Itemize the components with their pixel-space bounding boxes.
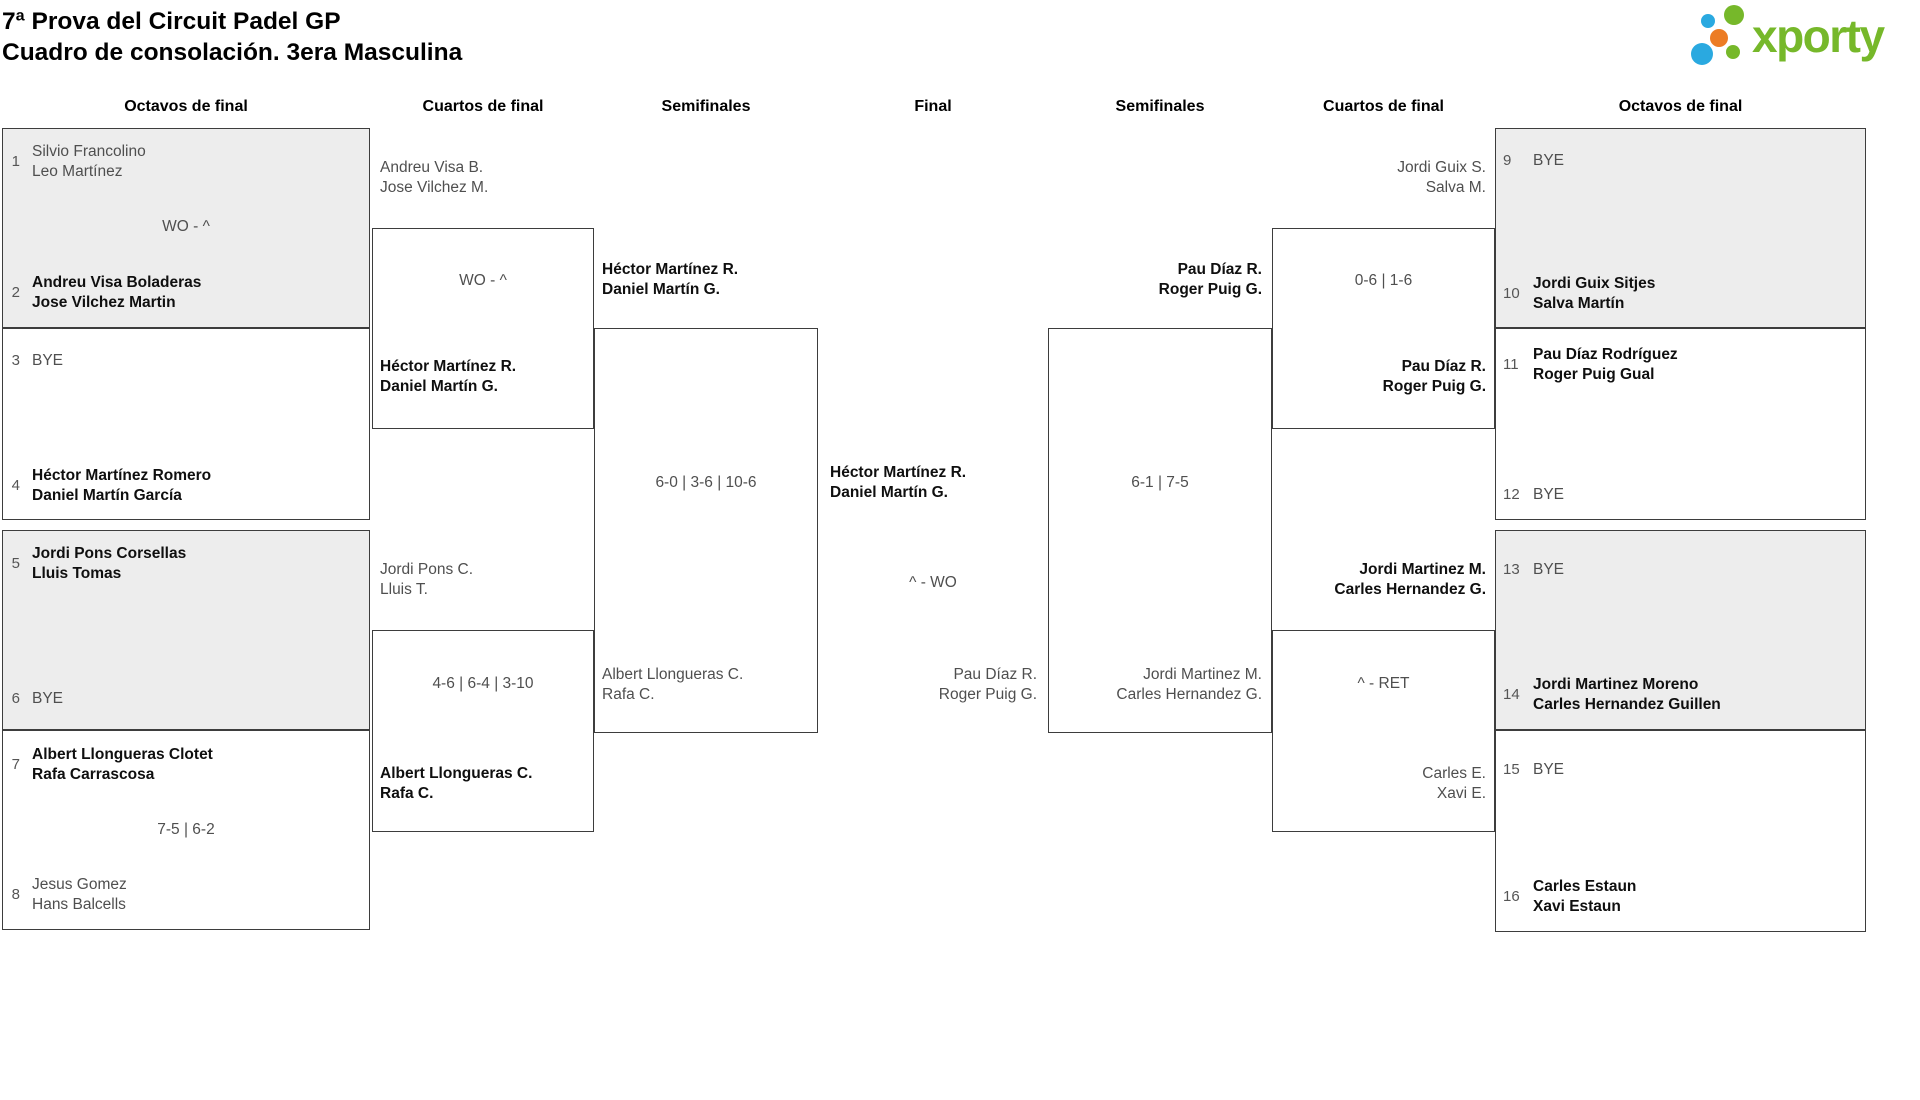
xporty-logo[interactable]: xporty [1688,0,1918,72]
logo-dot-green-big [1724,5,1744,25]
match-box-oct-7-8 [2,730,370,930]
match-box-qf-left-bottom [372,630,594,832]
match-box-oct-9-10 [1495,128,1866,328]
seed-1: 1 [11,153,20,170]
logo-dot-green-small [1726,45,1740,59]
team-bye-12: BYE [1533,486,1565,503]
team-qf-right-top-winner910: Jordi Guix S.Salva M. [1397,159,1486,196]
logo-dot-blue-big [1691,43,1713,65]
logo-dot-orange [1710,29,1728,47]
match-box-oct-13-14 [1495,530,1866,730]
logo-dot-blue-small [1701,14,1715,28]
match-box-oct-1-2 [2,128,370,328]
match-box-oct-5-6 [2,530,370,730]
match-box-sf-left [594,328,818,733]
team-sf-left-bottom: Albert Llongueras C.Rafa C. [602,666,744,703]
team-final-left: Héctor Martínez R.Daniel Martín G. [830,464,967,501]
seed-2: 2 [11,284,20,301]
seed-5: 5 [11,555,20,572]
seed-7: 7 [11,756,20,773]
seed-14: 14 [1503,686,1520,703]
team-qf-left-bottom-winner78: Albert Llongueras C.Rafa C. [380,765,533,802]
match-box-oct-15-16 [1495,730,1866,932]
round-header-cuartos-right: Cuartos de final [1323,98,1444,115]
team-sf-left-top: Héctor Martínez R.Daniel Martín G. [602,261,739,298]
tournament-name: 7ª Prova del Circuit Padel GP [2,8,341,35]
match-box-qf-left-top [372,228,594,429]
team-qf-right-top-winner1112: Pau Díaz R.Roger Puig G. [1382,358,1486,395]
team-bye-6: BYE [32,690,64,707]
team-qf-left-bottom-winner56: Jordi Pons C.Lluis T. [380,561,474,598]
seed-3: 3 [11,352,20,369]
round-header-final: Final [914,98,952,115]
score-qf-left-bottom: 4-6 | 6-4 | 3-10 [432,675,534,692]
match-box-oct-11-12 [1495,328,1866,520]
seed-12: 12 [1503,486,1520,503]
seed-15: 15 [1503,761,1520,778]
round-header-semis-right: Semifinales [1115,98,1205,115]
seed-9: 9 [1503,152,1512,169]
team-qf-left-top-winner34: Héctor Martínez R.Daniel Martín G. [380,358,517,395]
seed-8: 8 [11,886,20,903]
score-final: ^ - WO [909,574,957,591]
score-qf-right-top: 0-6 | 1-6 [1354,272,1413,289]
match-box-qf-right-bottom [1272,630,1495,832]
seed-16: 16 [1503,888,1520,905]
team-bye-3: BYE [32,352,64,369]
seed-4: 4 [11,477,20,494]
seed-11: 11 [1503,356,1519,373]
team-bye-13: BYE [1533,561,1565,578]
score-qf-right-bottom: ^ - RET [1357,675,1410,692]
team-qf-right-bottom-winner1314: Jordi Martinez M.Carles Hernandez G. [1334,561,1486,598]
round-header-cuartos-left: Cuartos de final [422,98,544,115]
match-box-oct-3-4 [2,328,370,520]
logo-wordmark: xporty [1752,10,1885,62]
round-header-semis-left: Semifinales [661,98,751,115]
team-qf-right-bottom-winner1516: Carles E.Xavi E. [1422,765,1486,802]
score-qf-left-top: WO - ^ [459,272,507,289]
score-oct-1-2: WO - ^ [162,218,210,235]
score-sf-right: 6-1 | 7-5 [1131,474,1189,491]
match-box-sf-right [1048,328,1272,733]
team-qf-left-top-winner12: Andreu Visa B.Jose Vilchez M. [380,159,489,196]
team-bye-9: BYE [1533,152,1565,169]
round-header-octavos-left: Octavos de final [124,98,248,115]
bracket-subtitle: Cuadro de consolación. 3era Masculina [2,39,463,66]
team-sf-right-top: Pau Díaz R.Roger Puig G. [1158,261,1262,298]
match-box-qf-right-top [1272,228,1495,429]
seed-13: 13 [1503,561,1520,578]
score-oct-7-8: 7-5 | 6-2 [157,821,215,838]
round-header-octavos-right: Octavos de final [1618,98,1743,115]
team-sf-right-bottom: Jordi Martinez M.Carles Hernandez G. [1116,666,1262,703]
score-sf-left: 6-0 | 3-6 | 10-6 [655,474,757,491]
page-title: 7ª Prova del Circuit Padel GP Cuadro de … [2,6,462,68]
seed-10: 10 [1503,285,1520,302]
team-final-right: Pau Díaz R.Roger Puig G. [938,666,1037,703]
team-bye-15: BYE [1533,761,1565,778]
seed-6: 6 [11,690,20,707]
